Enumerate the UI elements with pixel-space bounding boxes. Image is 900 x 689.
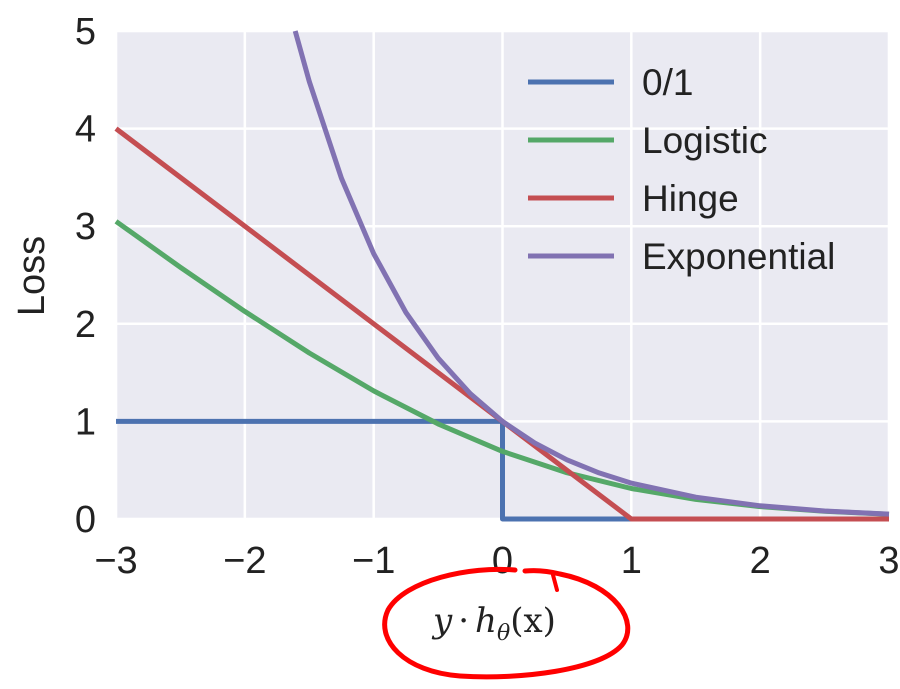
legend-label: 0/1	[642, 62, 693, 103]
y-tick-label: 1	[75, 401, 96, 443]
x-axis-label-h: h	[475, 601, 497, 641]
series-lines	[114, 30, 890, 522]
x-axis-label-y: y	[431, 601, 453, 641]
series-line-hinge	[114, 126, 889, 522]
x-tick-label: 3	[878, 540, 899, 582]
x-axis-label-arg: (x)	[510, 601, 556, 641]
x-axis-label-subscript: θ	[497, 621, 510, 646]
x-tick-label: −1	[352, 540, 395, 582]
x-tick-label: 1	[621, 540, 642, 582]
x-axis-label: y·hθ(x)	[431, 601, 556, 646]
y-axis-label: Loss	[11, 236, 53, 316]
x-tick-label: −2	[223, 540, 266, 582]
legend-label: Logistic	[642, 120, 767, 161]
x-tick-label: −3	[94, 540, 137, 582]
y-tick-label: 4	[75, 109, 96, 151]
x-axis-label-dot: ·	[458, 601, 469, 641]
series-line-exponential	[292, 30, 890, 517]
x-tick-label: 0	[492, 540, 513, 582]
x-tick-label: 2	[750, 540, 771, 582]
y-tick-label: 3	[75, 206, 96, 248]
red-circle-annotation-tail	[551, 573, 559, 592]
y-tick-label: 0	[75, 499, 96, 541]
red-circle-annotation	[382, 566, 631, 680]
y-tick-label: 2	[75, 304, 96, 346]
legend-label: Hinge	[642, 178, 739, 219]
legend-label: Exponential	[642, 236, 835, 277]
y-tick-label: 5	[75, 11, 96, 53]
